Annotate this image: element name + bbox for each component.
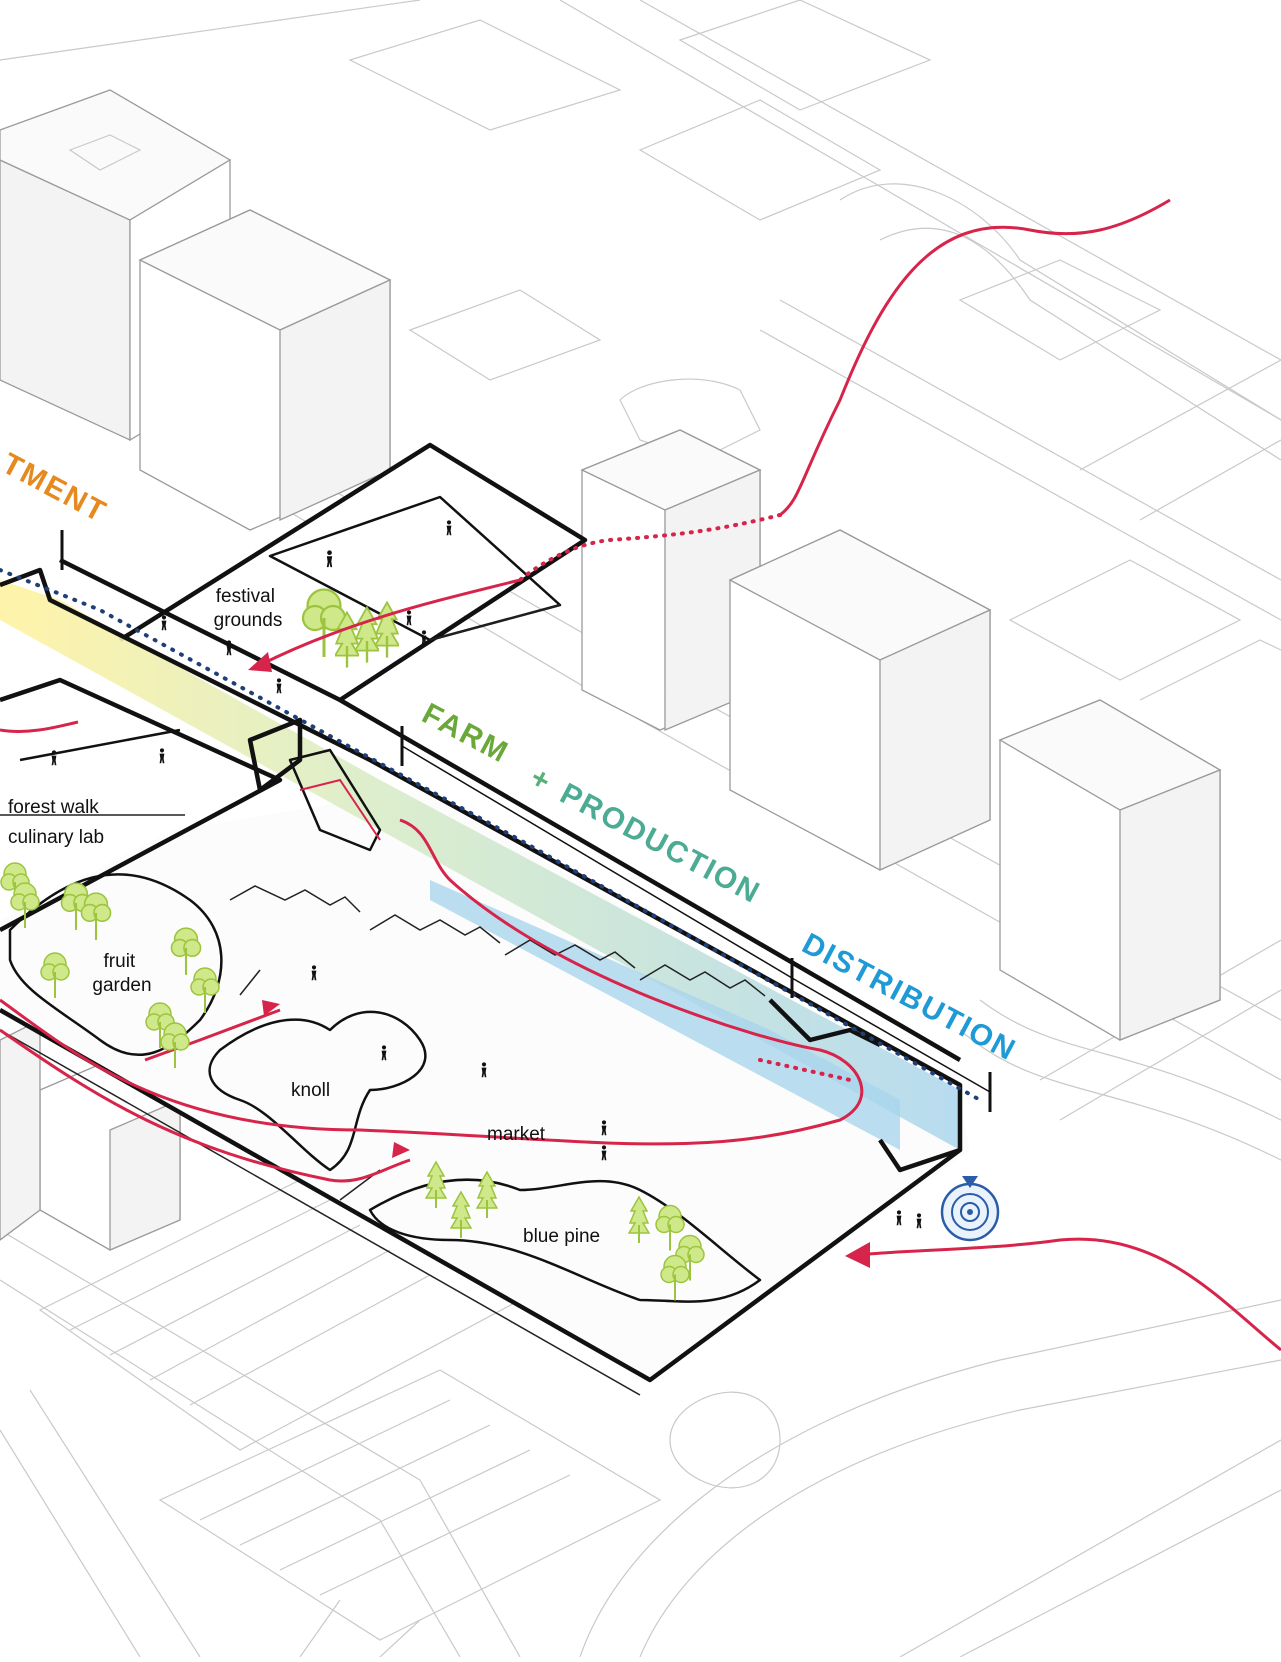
person-icon	[916, 1213, 922, 1229]
target-icon	[940, 1176, 1000, 1242]
label-fruit-line-2: garden	[92, 975, 151, 996]
arrow-icon	[262, 1000, 280, 1016]
program-labels: festival grounds forest walk culinary la…	[8, 586, 600, 1247]
festival-platform	[118, 442, 588, 730]
spine-dotted-path	[0, 568, 982, 1102]
phase-label-left: TMENT	[0, 447, 112, 529]
landscape-features	[0, 818, 864, 1303]
site-ground	[0, 790, 970, 1396]
label-fruit-line-1: fruit	[104, 951, 136, 972]
phase-ticks	[60, 530, 992, 1112]
person-icon	[896, 1210, 902, 1226]
label-festival-line-2: grounds	[214, 610, 283, 631]
circulation-arrows	[0, 198, 1281, 1352]
label-festival-line-1: festival	[216, 586, 275, 607]
label-market: market	[487, 1124, 546, 1145]
label-festival-grounds: festival grounds	[214, 586, 283, 631]
context-buildings	[0, 89, 1222, 1251]
forest-walk-platform	[0, 677, 283, 932]
label-forest-walk: forest walk	[8, 797, 99, 818]
arrow-icon	[392, 1142, 410, 1158]
label-culinary-lab: culinary lab	[8, 827, 104, 848]
phase-label-farm: FARM	[417, 697, 515, 770]
label-blue-pine: blue pine	[523, 1226, 600, 1247]
label-fruit-garden: fruit garden	[92, 951, 151, 996]
arrow-icon	[248, 652, 272, 672]
arrow-icon	[845, 1242, 870, 1268]
phase-label-plus: +	[525, 761, 558, 799]
label-knoll: knoll	[291, 1080, 330, 1101]
